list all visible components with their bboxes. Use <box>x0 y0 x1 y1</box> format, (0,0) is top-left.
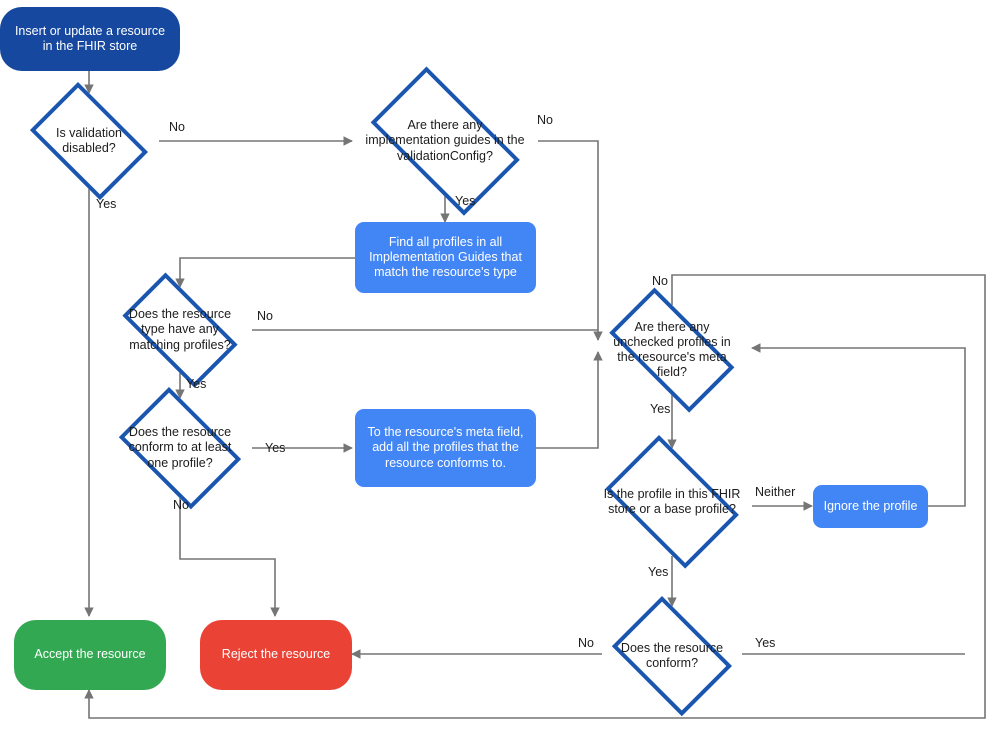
node-implementation-guides-label: Are there any implementation guides in t… <box>365 118 525 163</box>
edge-label-matching-yes: Yes <box>186 377 207 391</box>
edge-label-profile-neither: Neither <box>755 485 796 499</box>
node-reject-resource[interactable]: Reject the resource <box>200 620 352 690</box>
node-find-profiles[interactable]: Find all profiles in all Implementation … <box>355 222 536 293</box>
node-accept-resource[interactable]: Accept the resource <box>14 620 166 690</box>
node-start-label: Insert or update a resource in the FHIR … <box>14 23 166 53</box>
node-add-profiles-label: To the resource's meta field, add all th… <box>367 425 524 470</box>
edge-label-conformone-yes: Yes <box>265 441 286 455</box>
node-matching-profiles[interactable]: Does the resource type have any matching… <box>108 272 252 388</box>
edge-label-validation-no: No <box>169 120 185 134</box>
edge-label-conform-no: No <box>578 636 594 650</box>
node-profile-in-store[interactable]: Is the profile in this FHIR store or a b… <box>592 435 752 569</box>
edge-label-conform-yes: Yes <box>755 636 776 650</box>
edge-conformone-no <box>179 498 280 617</box>
edge-label-matching-no: No <box>257 309 273 323</box>
node-unchecked-profiles-label: Are there any unchecked profiles in the … <box>613 319 731 380</box>
edge-label-unchecked-yes: Yes <box>650 402 671 416</box>
edge-label-conformone-no: No <box>173 498 189 512</box>
edge-label-validation-yes: Yes <box>96 197 117 211</box>
node-profile-in-store-label: Is the profile in this FHIR store or a b… <box>603 486 741 516</box>
node-implementation-guides[interactable]: Are there any implementation guides in t… <box>352 66 538 216</box>
node-conform-one-profile-label: Does the resource conform to at least on… <box>128 425 232 470</box>
node-find-profiles-label: Find all profiles in all Implementation … <box>369 234 522 280</box>
node-start[interactable]: Insert or update a resource in the FHIR … <box>0 7 180 71</box>
node-add-profiles[interactable]: To the resource's meta field, add all th… <box>355 409 536 487</box>
edge-findprofiles-to-matching <box>175 257 355 288</box>
node-ignore-profile[interactable]: Ignore the profile <box>813 485 928 528</box>
node-ignore-profile-label: Ignore the profile <box>823 498 918 513</box>
edge-label-profile-yes: Yes <box>648 565 669 579</box>
edge-label-unchecked-no: No <box>652 274 668 288</box>
node-is-validation-disabled[interactable]: Is validation disabled? <box>19 82 159 200</box>
node-reject-resource-label: Reject the resource <box>221 647 331 662</box>
node-is-validation-disabled-label: Is validation disabled? <box>55 125 122 155</box>
edge-impl-no <box>538 140 603 341</box>
node-accept-resource-label: Accept the resource <box>34 647 146 662</box>
edge-label-impl-yes: Yes <box>455 194 476 208</box>
node-matching-profiles-label: Does the resource type have any matching… <box>128 307 232 352</box>
node-conform-one-profile[interactable]: Does the resource conform to at least on… <box>108 387 252 509</box>
edge-ignore-loop <box>751 343 966 507</box>
node-unchecked-profiles[interactable]: Are there any unchecked profiles in the … <box>592 287 752 413</box>
node-resource-conform-label: Does the resource conform? <box>620 640 724 670</box>
edge-unchecked-no <box>84 274 986 719</box>
edge-addprofiles-to-unchecked <box>536 351 603 449</box>
edge-label-impl-no: No <box>537 113 553 127</box>
node-resource-conform[interactable]: Does the resource conform? <box>602 596 742 716</box>
